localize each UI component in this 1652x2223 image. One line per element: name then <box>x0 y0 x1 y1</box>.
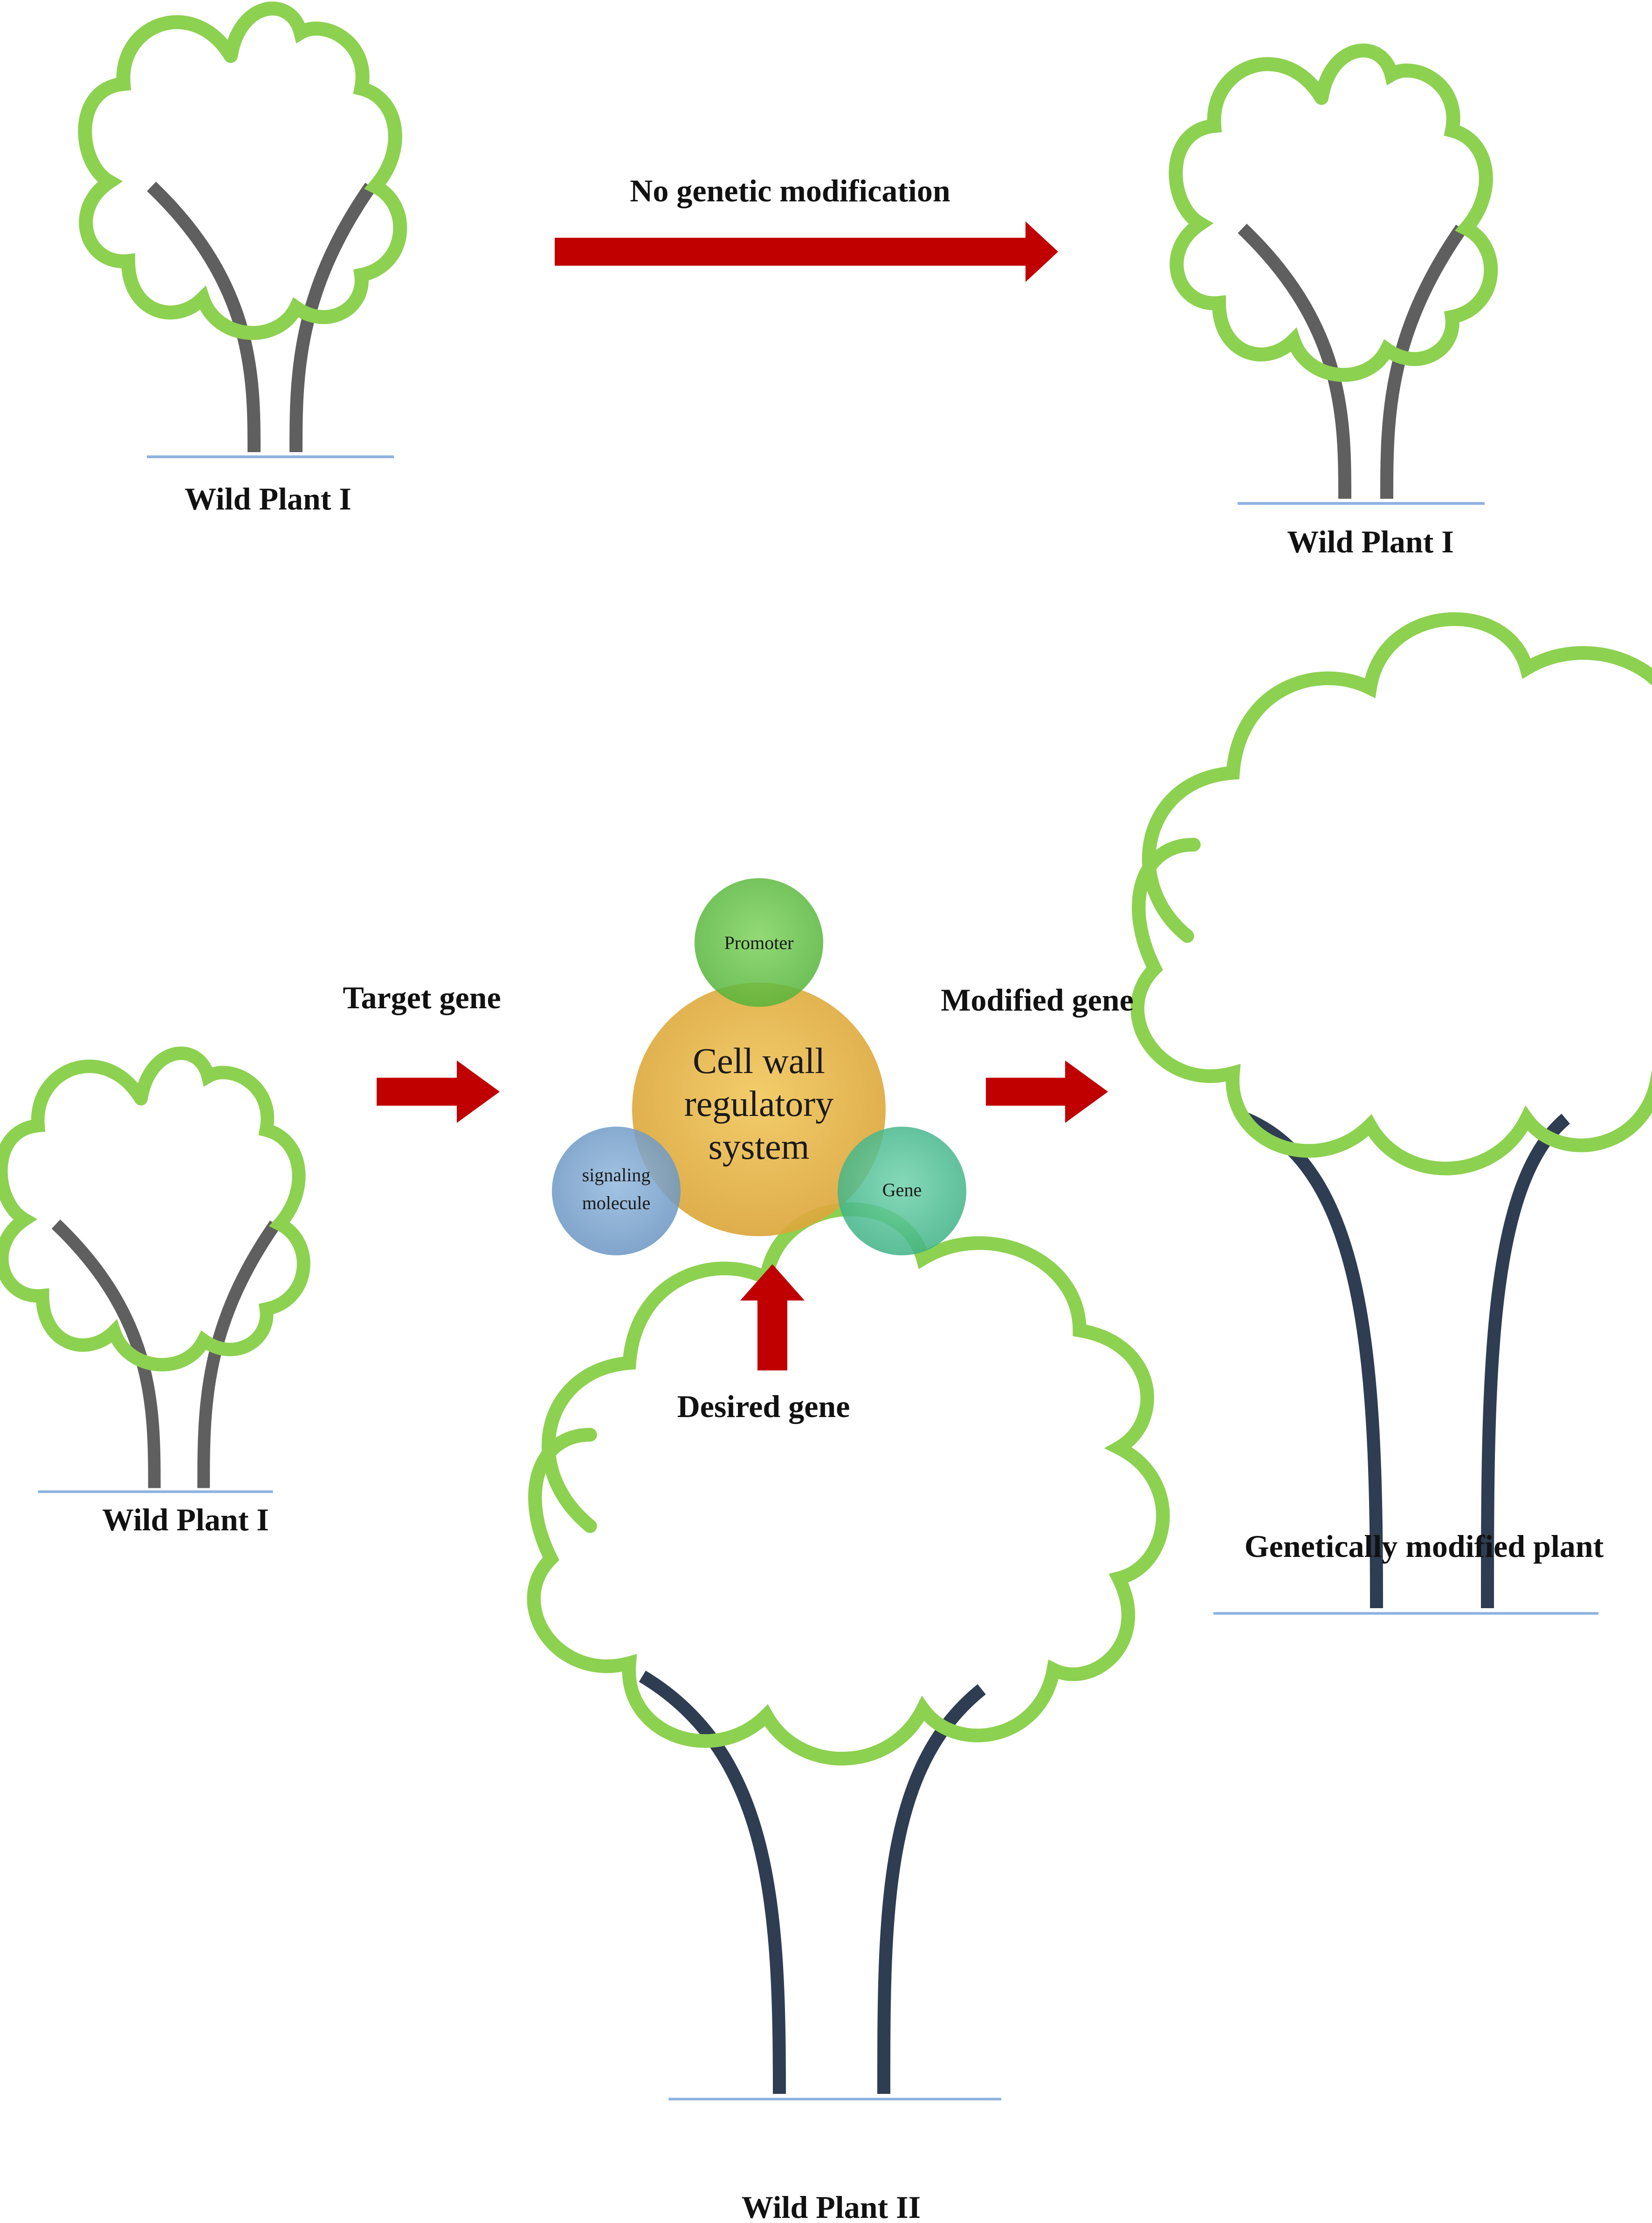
hub-center-circle <box>632 983 886 1236</box>
hub-center-line1: Cell wall <box>693 1040 825 1081</box>
tree-trunk <box>51 1219 281 1488</box>
label-top-left-plant: Wild Plant I <box>185 481 351 516</box>
label-top-right-plant: Wild Plant I <box>1287 524 1454 559</box>
tree-canopy <box>1169 43 1498 382</box>
label-wild-plant-ii: Wild Plant II <box>742 2189 921 2223</box>
label-modified-gene: Modified gene <box>941 982 1134 1018</box>
regulatory-system-hub: Cell wall regulatory system Promoter sig… <box>552 878 966 1255</box>
arrow-modified-gene <box>986 1060 1108 1123</box>
hub-center-line2: regulatory <box>684 1083 834 1124</box>
hub-gene-circle <box>838 1127 966 1255</box>
hub-promoter-label: Promoter <box>724 932 794 953</box>
tree-canopy <box>78 1 407 340</box>
hub-signaling-label-line2: molecule <box>582 1192 651 1213</box>
tree-gm <box>1130 612 1652 1615</box>
hub-signaling-circle <box>552 1127 681 1255</box>
hub-signaling-label-line1: signaling <box>582 1164 651 1185</box>
hub-promoter-circle <box>695 878 823 1007</box>
label-gm-plant: Genetically modified plant <box>1245 1528 1604 1564</box>
hub-center-line3: system <box>709 1126 810 1167</box>
arrow-desired-gene <box>740 1264 805 1370</box>
tree-mid-left <box>0 1046 310 1493</box>
label-mid-left-plant: Wild Plant I <box>102 1502 269 1537</box>
arrow-target-gene <box>377 1060 500 1123</box>
label-desired-gene: Desired gene <box>677 1389 850 1424</box>
tree-canopy <box>1130 612 1652 1176</box>
hub-gene-label: Gene <box>882 1179 922 1200</box>
arrow-no-modification <box>555 221 1058 282</box>
tree-wild-ii <box>527 1202 1170 2100</box>
tree-canopy <box>527 1202 1170 1766</box>
tree-top-left <box>78 1 407 458</box>
tree-top-right <box>1169 43 1498 505</box>
label-target-gene: Target gene <box>343 980 501 1015</box>
label-no-modification: No genetic modification <box>630 173 950 208</box>
tree-canopy <box>0 1046 310 1372</box>
